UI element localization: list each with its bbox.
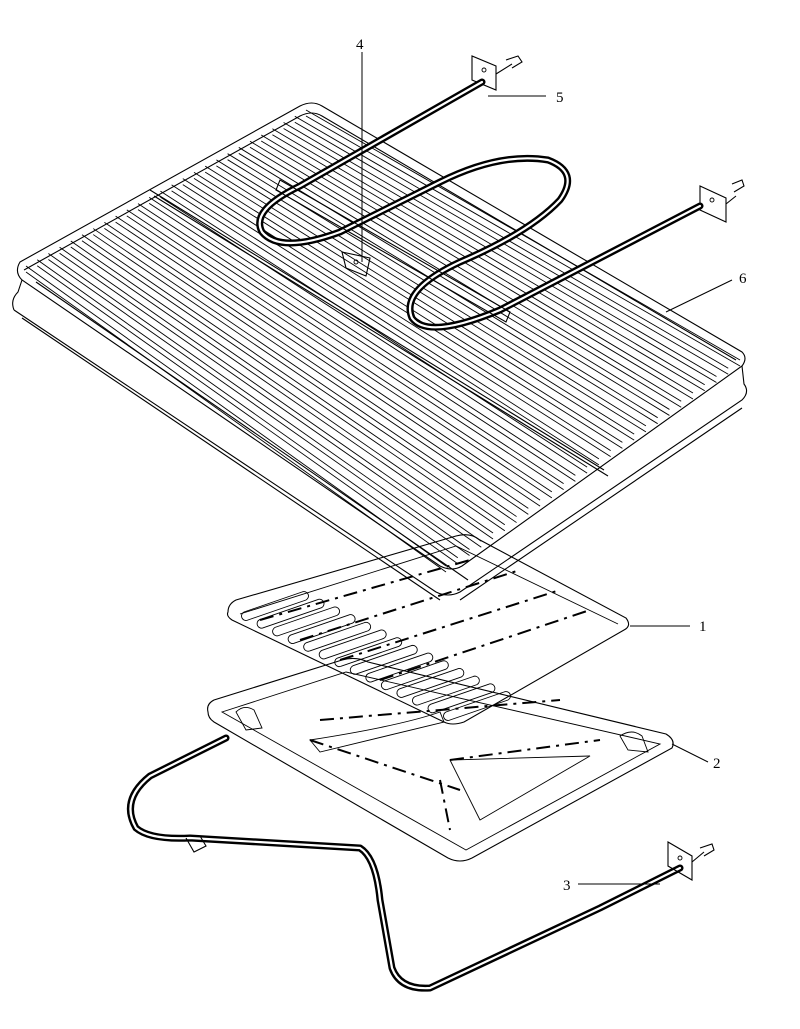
rack-wire [104,221,529,509]
bake-bottom-panel [207,657,674,862]
callout-label-3: 3 [563,878,571,894]
rack-wire [115,215,541,501]
rack-wire [48,253,470,550]
baffle-plate [226,534,630,725]
baffle-slot [365,652,434,683]
broil-element [256,55,745,331]
rack-wire [104,227,529,515]
rack-wire [137,203,564,484]
baffle-slot [318,629,387,660]
rack-wire [283,128,717,383]
rack-wire [294,115,729,369]
baffle-slot [256,598,325,629]
rack-wire [160,196,588,474]
rack-wire [182,178,611,452]
rack-wire [160,190,588,468]
rack-wire [36,265,459,565]
rack-wire [171,190,600,466]
callout-4: 4 [356,37,364,262]
callout-2: 2 [671,743,721,772]
rack-wire [204,171,635,441]
rack-wire [126,209,553,493]
callout-label-5: 5 [556,90,564,106]
baffle-slot [349,644,418,675]
baffle-slot [272,606,340,637]
rack-wire [92,228,517,517]
rack-wire [81,234,506,526]
rack-wire [126,215,553,499]
rack-wire [25,271,447,573]
rack-wire [216,165,647,433]
baffle-slot [380,660,449,691]
rack-wire [59,252,482,548]
rack-wire [305,115,741,367]
rack-wire [59,246,482,542]
baffle-slot [241,591,309,621]
baffle-slot [443,691,511,721]
rack-wire [70,240,494,534]
rack-wire [148,202,576,482]
callout-label-6: 6 [739,271,747,287]
callout-label-1: 1 [699,619,707,635]
rack-wire [36,259,459,559]
rack-wire [182,184,611,458]
callout-label-4: 4 [356,37,364,53]
bake-element [126,734,715,992]
baffle-slot [412,675,480,706]
rack-wire [48,259,470,556]
rack-wire [294,121,729,375]
callout-1: 1 [630,619,707,635]
rack-wire [238,147,670,410]
rack-wire [249,140,682,402]
callout-6: 6 [665,271,747,313]
rack-wire [70,246,494,540]
oven-rack [12,102,748,601]
baffle-slot [287,614,356,644]
rack-wire [272,128,705,386]
rack-wire [148,196,576,476]
rack-wire [137,209,564,490]
rack-wire [283,122,717,377]
rack-wire [216,159,647,427]
rack-wire [305,109,741,361]
baffle-slot [303,621,372,652]
rack-wire [92,234,517,523]
rack-wire [204,165,635,435]
rack-wire [260,140,694,400]
rack-wire [171,184,600,460]
rack-wire [81,240,506,532]
callout-3: 3 [563,878,660,894]
baffle-slot [396,668,465,698]
rack-wire [249,146,682,408]
rack-wire [115,221,541,507]
callout-5: 5 [488,90,564,106]
rack-wire [272,134,705,392]
callout-label-2: 2 [713,756,721,772]
rack-wire [260,134,694,394]
